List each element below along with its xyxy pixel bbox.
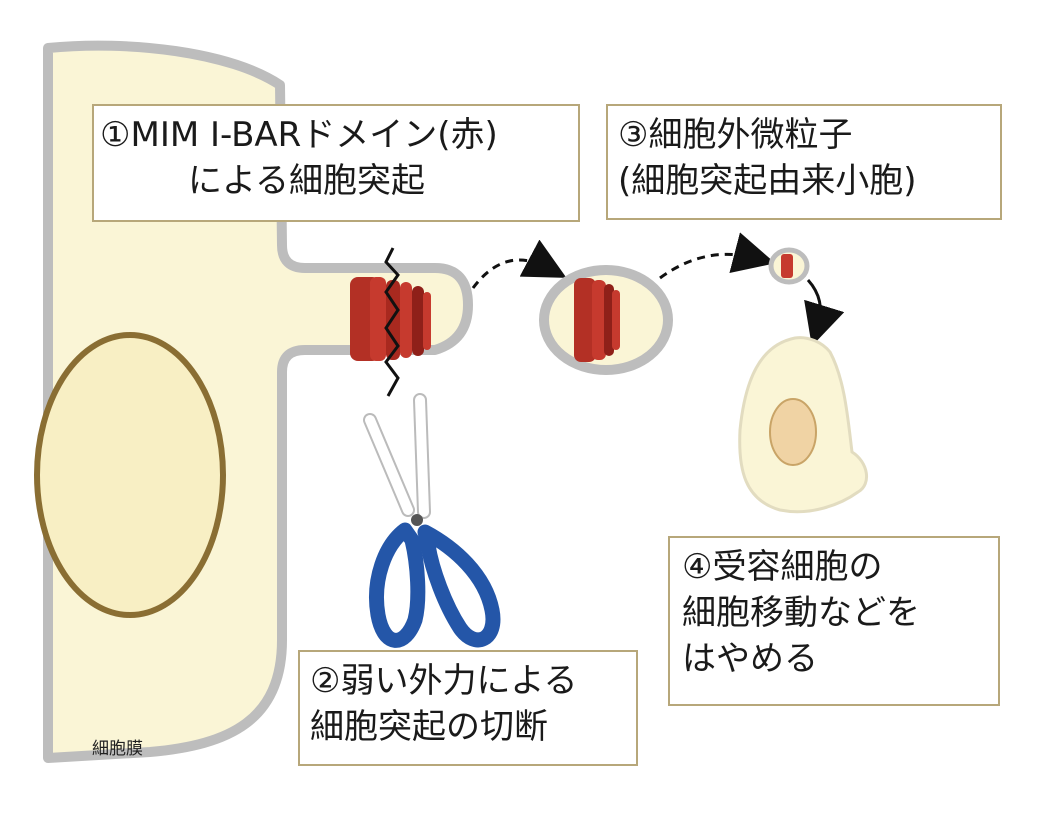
cut-line <box>384 247 400 397</box>
label-step1-line1: ①MIM I-BARドメイン(赤) <box>100 115 498 155</box>
label-step2-line2: 細胞突起の切断 <box>310 707 548 747</box>
membrane-label: 細胞膜 <box>92 739 143 759</box>
label-step4-line3: はやめる <box>682 639 818 679</box>
curved-arrow <box>804 278 845 347</box>
label-step1-line2: による細胞突起 <box>188 161 425 201</box>
label-step4-line1: ④受容細胞の <box>682 547 883 587</box>
nucleus <box>34 332 226 618</box>
label-step3-line2: (細胞突起由来小胞) <box>618 161 917 201</box>
dashed-arrow-1 <box>471 239 567 289</box>
label-step2-line1: ②弱い外力による <box>310 661 578 701</box>
label-step1: ①MIM I-BARドメイン(赤) による細胞突起 <box>92 104 580 222</box>
ibar-rings <box>350 277 431 361</box>
label-step2: ②弱い外力による 細胞突起の切断 <box>298 650 638 766</box>
dashed-arrow-2 <box>659 232 776 280</box>
scissors-icon <box>363 393 501 648</box>
vesicle-ibar <box>574 278 620 362</box>
label-step3: ③細胞外微粒子 (細胞突起由来小胞) <box>606 104 1002 220</box>
recipient-nucleus <box>769 398 817 466</box>
label-step4-line2: 細胞移動などを <box>682 593 920 633</box>
label-step4: ④受容細胞の 細胞移動などを はやめる <box>668 536 1000 706</box>
label-step3-line1: ③細胞外微粒子 <box>618 115 853 155</box>
small-particle-ibar <box>781 254 793 278</box>
